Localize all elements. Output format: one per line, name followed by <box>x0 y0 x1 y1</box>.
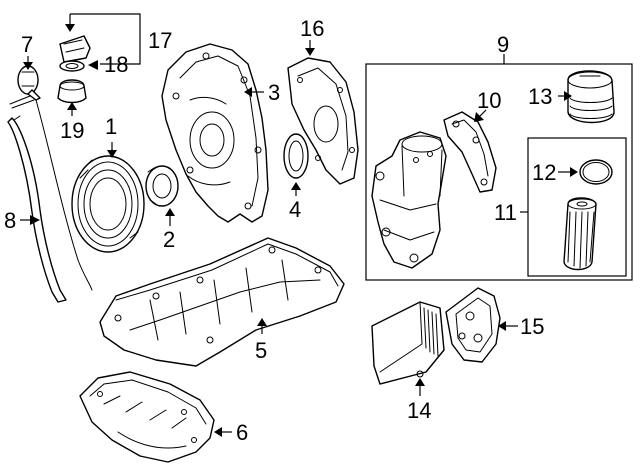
callout-18: 18 <box>104 52 128 77</box>
callout-14: 14 <box>407 398 431 423</box>
callout-13: 13 <box>528 84 552 109</box>
callout-17: 17 <box>148 28 172 53</box>
callout-1: 1 <box>105 114 117 139</box>
callout-10: 10 <box>477 88 501 113</box>
callout-6: 6 <box>236 420 248 445</box>
callout-3: 3 <box>268 80 280 105</box>
part-2-crank-hub <box>145 165 179 207</box>
part-6-lower-oil-pan <box>79 371 215 463</box>
part-9-oil-filter-housing <box>371 131 447 269</box>
part-13-filter-cap <box>567 70 615 124</box>
part-8-dipstick-tube <box>7 99 93 303</box>
part-10-gasket <box>443 111 497 193</box>
callout-7: 7 <box>21 32 33 57</box>
part-11-filter-element <box>563 197 597 271</box>
callout-19: 19 <box>60 118 84 143</box>
part-4-seal-ring <box>283 133 309 179</box>
part-17-oil-filler-cap <box>59 35 91 63</box>
callout-16: 16 <box>300 16 324 41</box>
callout-15: 15 <box>520 314 544 339</box>
part-5-upper-oil-pan <box>99 237 345 367</box>
part-18-seal-ring <box>59 60 85 72</box>
part-19-filler-neck <box>57 79 87 104</box>
part-3-timing-cover <box>161 43 269 223</box>
part-11-group-box <box>527 137 627 277</box>
callout-labels: 1 2 3 4 5 6 7 8 9 10 11 12 13 14 15 16 1… <box>4 16 556 445</box>
part-1-crankshaft-pulley <box>71 155 145 253</box>
callout-9: 9 <box>497 32 509 57</box>
part-15-cooler-gasket <box>445 287 501 363</box>
part-16-cover-plate <box>287 57 359 185</box>
part-12-o-ring <box>579 159 613 185</box>
callout-5: 5 <box>255 338 267 363</box>
callout-12: 12 <box>532 160 556 185</box>
leader-lines <box>20 13 578 437</box>
part-14-oil-cooler <box>371 301 445 385</box>
callout-8: 8 <box>4 208 16 233</box>
part-9-group-box <box>365 63 633 281</box>
part-7-dipstick-handle <box>9 65 41 109</box>
callout-11: 11 <box>494 200 517 225</box>
callout-4: 4 <box>289 197 301 222</box>
callout-2: 2 <box>163 227 175 252</box>
